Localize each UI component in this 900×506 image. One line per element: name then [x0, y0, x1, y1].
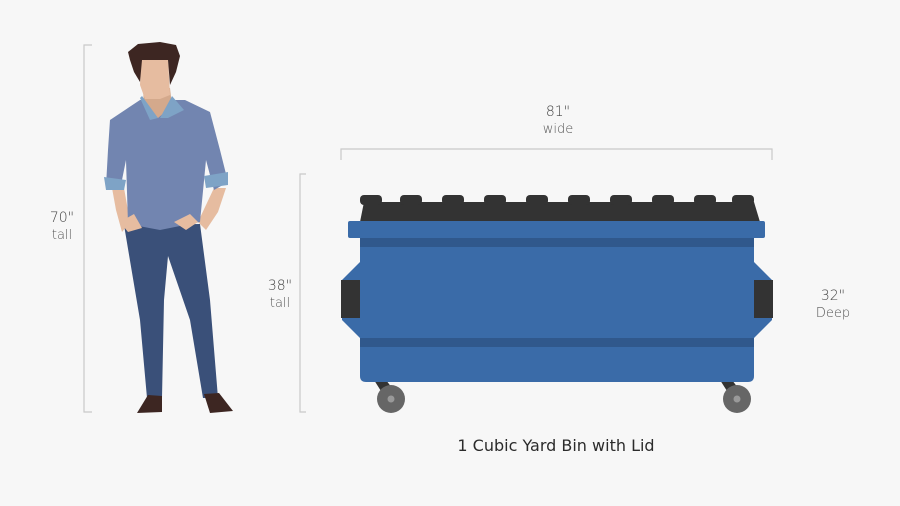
bin-height-unit: tall	[269, 295, 291, 311]
right-wheel	[720, 380, 751, 413]
bin-depth-label: 32" Deep	[806, 288, 860, 322]
bin-width-value: 81"	[545, 104, 571, 120]
bin-width-unit: wide	[542, 121, 574, 137]
bin-height-value: 38"	[267, 278, 293, 294]
person-height-value: 70"	[49, 210, 75, 226]
bin-caption: 1 Cubic Yard Bin with Lid	[457, 436, 655, 455]
person-figure	[104, 42, 233, 413]
bin-width-label: 81" wide	[528, 104, 588, 138]
bin-depth-value: 32"	[820, 288, 846, 304]
left-wheel	[374, 380, 405, 413]
person-height-unit: tall	[51, 227, 73, 243]
bin-figure	[341, 195, 773, 413]
bin-depth-unit: Deep	[815, 305, 851, 321]
person-height-bracket	[83, 44, 92, 413]
bin-height-bracket	[299, 173, 306, 413]
bin-height-label: 38" tall	[258, 278, 302, 312]
lid-ridges	[360, 195, 754, 205]
bin-width-bracket	[340, 148, 773, 160]
person-height-label: 70" tall	[40, 210, 84, 244]
